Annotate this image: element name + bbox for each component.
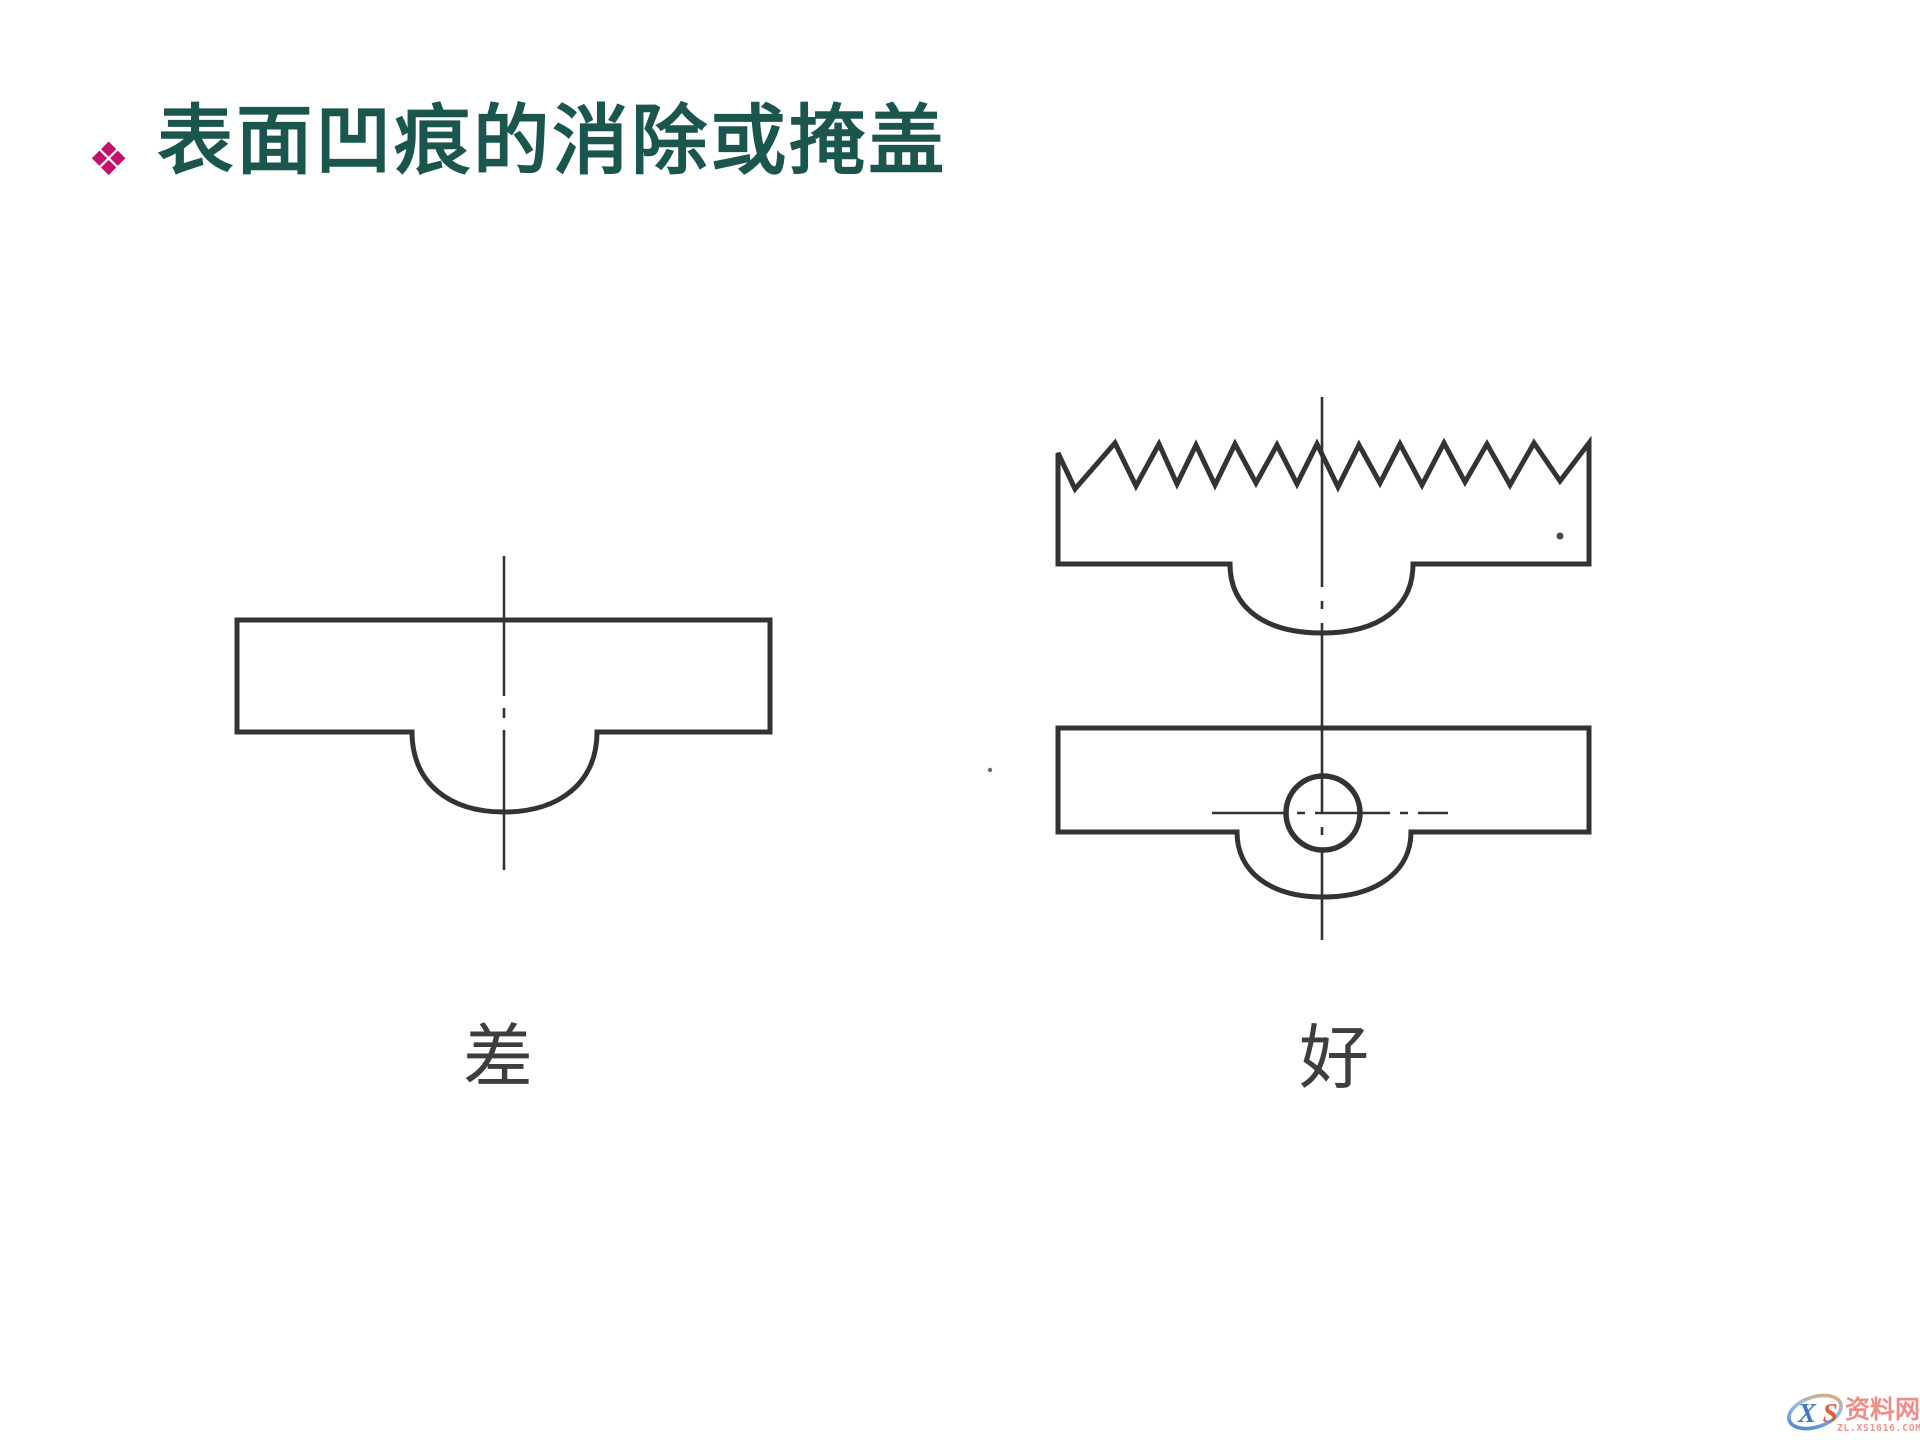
watermark-site-name: 资料网: [1845, 1396, 1920, 1424]
logo-letter-s: S: [1823, 1398, 1838, 1428]
scan-dot: [1556, 532, 1564, 540]
logo-ring-icon: [1787, 1393, 1843, 1431]
right-figure-label: 好: [1299, 1017, 1369, 1099]
left-figure-label: 差: [463, 1016, 533, 1098]
right-top-part-outline: [1055, 435, 1592, 636]
watermark-site-url: ZL.XS1616.COM: [1837, 1423, 1920, 1434]
logo-letter-x: X: [1797, 1398, 1817, 1428]
scan-dot: [987, 767, 993, 773]
page-title: 表面凹痕的消除或掩盖: [157, 99, 948, 184]
watermark-logo: X S 资料网 ZL.XS1616.COM: [1787, 1393, 1920, 1434]
title-row: ❖ 表面凹痕的消除或掩盖: [88, 99, 948, 186]
diamond-bullet-icon: ❖: [88, 132, 130, 186]
logo-letters: X S: [1797, 1398, 1838, 1428]
